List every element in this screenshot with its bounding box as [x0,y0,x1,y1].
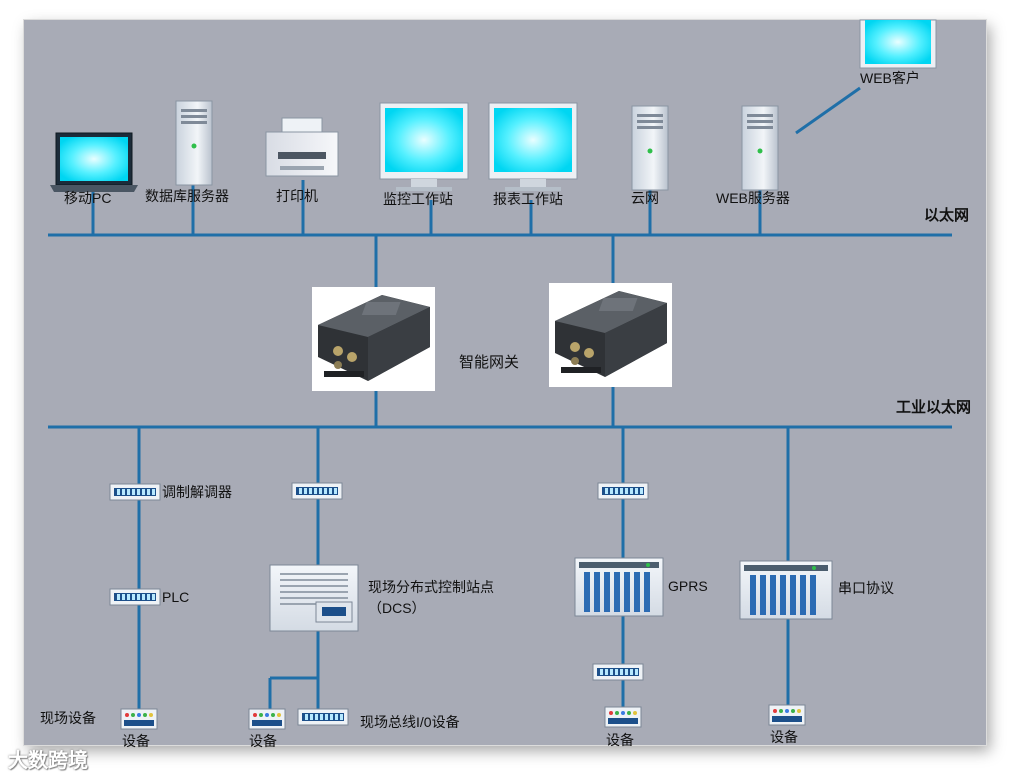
label-web-client: WEB客户 [860,70,920,86]
switch-module-icon [291,482,343,500]
serial-rack-icon [739,560,833,620]
label-plc: PLC [162,589,190,605]
label-serial: 串口协议 [838,580,894,596]
web-client-icon [859,19,937,69]
label-db-server: 数据库服务器 [145,188,229,204]
field-device-icon [120,708,158,730]
label-device-4: 设备 [770,729,798,745]
label-gprs: GPRS [668,578,708,594]
io-module-icon [592,663,644,681]
label-monitor-station: 监控工作站 [383,191,453,207]
device-icon-c [768,704,806,726]
device-icon-a [248,708,286,730]
label-field-device: 现场设备 [40,710,96,726]
label-device-2: 设备 [249,733,277,749]
label-device-3: 设备 [606,732,634,748]
web-server-icon [741,105,779,191]
label-modem: 调制解调器 [162,484,232,500]
label-fieldbus-io: 现场总线I/0设备 [360,714,460,730]
switch-module-icon-2 [597,482,649,500]
plc-icon [109,588,161,606]
printer-icon [265,117,339,177]
label-ethernet: 以太网 [924,207,970,224]
label-gateway: 智能网关 [459,354,520,371]
monitor-station-icon [379,102,469,191]
report-station-icon [488,102,578,191]
gprs-rack-icon [574,557,664,617]
device-icon-b [604,706,642,728]
label-report-station: 报表工作站 [493,191,563,207]
dcs-icon [269,564,359,632]
modem-icon [109,483,161,501]
label-industrial-ethernet: 工业以太网 [896,399,972,416]
database-server-icon [175,100,213,186]
label-dcs-line1: 现场分布式控制站点 [368,579,494,595]
label-dcs-line2: （DCS） [368,600,426,616]
cloud-server-icon [631,105,669,191]
label-device-1: 设备 [122,733,150,749]
label-mobile-pc: 移动PC [64,190,112,206]
label-web-server: WEB服务器 [716,190,790,206]
label-printer: 打印机 [276,188,318,204]
fieldbus-io-icon [297,708,349,726]
laptop-icon [50,132,138,192]
label-cloud: 云网 [631,190,659,206]
gateway-right-icon [549,283,672,387]
watermark: 大数跨境 [8,750,88,772]
gateway-left-icon [312,287,435,391]
